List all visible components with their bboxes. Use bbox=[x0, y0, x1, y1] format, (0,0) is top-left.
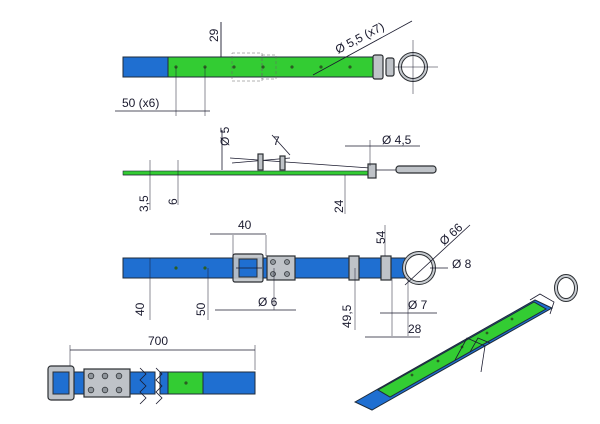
dim-40-left: 40 bbox=[133, 302, 147, 316]
top-end-buckle bbox=[372, 54, 384, 80]
dim-28: 28 bbox=[408, 322, 422, 336]
dim-7-bottom: Ø 7 bbox=[408, 298, 428, 312]
dim-5: Ø 5 bbox=[218, 126, 232, 146]
dim-66: Ø 66 bbox=[437, 220, 466, 248]
dim-3-5: 3,5 bbox=[137, 195, 151, 212]
top-view: 29 Ø 5,5 (x7) 50 (x6) bbox=[115, 19, 438, 116]
side-end-buckle bbox=[367, 163, 377, 179]
dim-700: 700 bbox=[148, 334, 168, 348]
side-view: 3,5 6 Ø 5 7 Ø 4,5 24 bbox=[122, 126, 437, 214]
dim-49-5: 49,5 bbox=[340, 304, 354, 328]
dim-4-5: Ø 4,5 bbox=[382, 133, 412, 147]
bottom-strap bbox=[122, 257, 406, 279]
dim-8: Ø 8 bbox=[452, 257, 472, 271]
top-holes bbox=[174, 65, 352, 69]
isometric-view bbox=[353, 274, 578, 411]
dim-54: 54 bbox=[374, 230, 388, 244]
dim-29: 29 bbox=[207, 28, 221, 42]
iso-strap-green bbox=[376, 301, 548, 398]
dim-6-bottom: Ø 6 bbox=[258, 295, 278, 309]
dim-7-side: 7 bbox=[273, 134, 280, 148]
bottom-view: 40 54 Ø 66 Ø 8 40 50 Ø 6 49,5 Ø 7 28 bbox=[122, 218, 472, 338]
side-strap bbox=[122, 170, 371, 176]
dim-hole-diameter: Ø 5,5 (x7) bbox=[333, 19, 387, 56]
length-view: 700 bbox=[47, 334, 256, 405]
bottom-holes bbox=[174, 266, 207, 270]
bottom-rivet-plate bbox=[266, 255, 296, 281]
dim-hole-spacing: 50 (x6) bbox=[122, 96, 159, 110]
dim-24: 24 bbox=[332, 199, 346, 213]
dim-50: 50 bbox=[194, 302, 208, 316]
dim-6-side: 6 bbox=[166, 198, 180, 205]
top-strap-green bbox=[167, 56, 374, 78]
dim-40-top: 40 bbox=[238, 218, 252, 232]
